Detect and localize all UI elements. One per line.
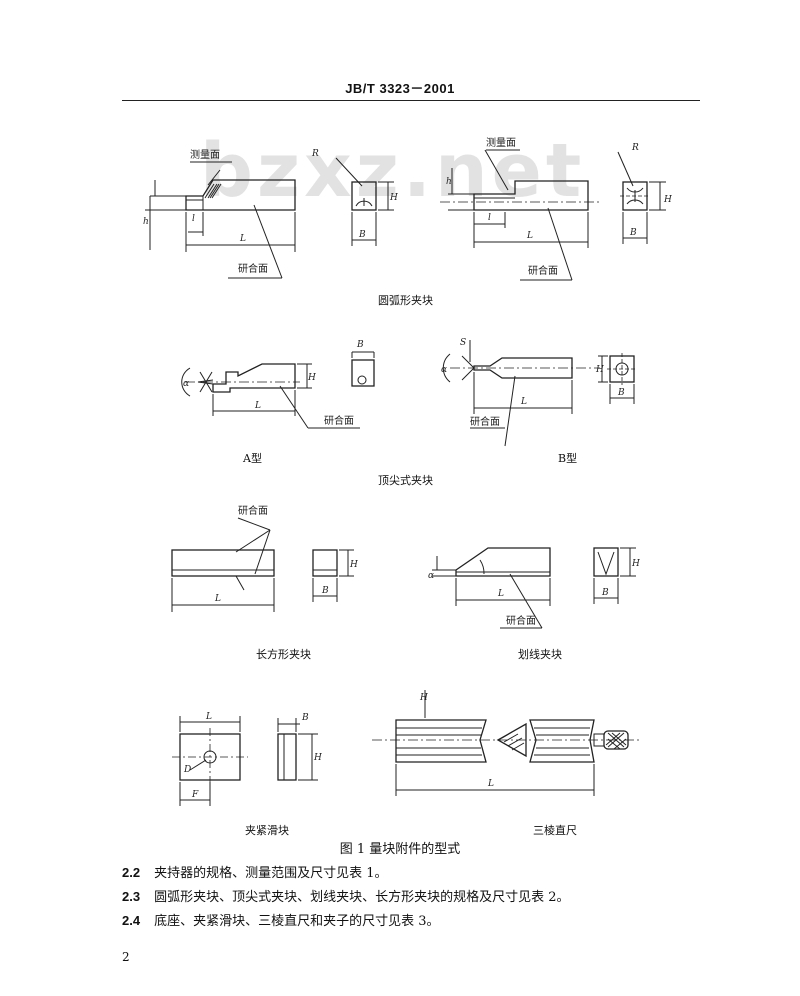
caption-rect-block: 长方形夹块 [256,648,311,661]
arc-block-right-side [617,151,666,244]
label-L-ruler: L [487,779,494,789]
label-S-b: S [460,338,466,348]
clause-2-4: 2.4 底座、夹紧滑块、三棱直尺和夹子的尺寸见表 3。 [122,910,440,929]
label-lapped-face-b: 研合面 [470,415,500,428]
clause-number: 2.3 [122,889,141,904]
clause-text: 底座、夹紧滑块、三棱直尺和夹子的尺寸见表 3。 [154,914,440,929]
label-R-2: R [631,143,639,153]
label-B-b: B [617,388,625,398]
caption-scribe-block: 划线夹块 [518,648,562,661]
label-B-2: B [629,228,637,238]
caption-arc-block: 圆弧形夹块 [378,294,433,307]
figure-title: 图 1 量块附件的型式 [339,842,461,857]
label-lapped-face-a: 研合面 [324,414,354,427]
label-L-b: L [520,397,527,407]
label-H-ruler: H [419,693,428,703]
label-F-slide: F [191,790,199,800]
label-H-a: H [307,373,316,383]
caption-center-block: 顶尖式夹块 [378,474,433,487]
label-H-slide: H [313,753,322,763]
clause-number: 2.4 [122,913,141,928]
center-block-type-a-front [181,363,360,429]
label-L-slide: L [205,712,212,722]
clause-text: 夹持器的规格、测量范围及尺寸见表 1。 [154,866,388,881]
label-B-a: B [356,340,364,350]
label-H-2: H [663,195,672,205]
label-l-2: l [488,213,491,223]
label-R-1: R [311,149,319,159]
triangle-ruler-views [372,690,640,796]
label-H-b: H [595,365,604,375]
label-H-rect: H [349,560,358,570]
label-B-scribe: B [601,588,609,598]
label-B-slide: B [301,713,309,723]
label-lapped-face-2: 研合面 [528,264,558,277]
caption-type-a: A型 [243,452,262,465]
watermark: bzxz.net [200,128,586,214]
label-alpha-scribe: α [428,571,434,581]
page-header: JB/T 3323－2001 [345,81,455,96]
clause-text: 圆弧形夹块、顶尖式夹块、划线夹块、长方形夹块的规格及尺寸见表 2。 [154,890,570,905]
label-lapped-face-scribe: 研合面 [506,614,536,627]
label-measuring-face-2: 测量面 [486,136,516,149]
label-lapped-face-1: 研合面 [238,262,268,275]
caption-type-b: B型 [558,452,578,465]
slide-block-front [172,716,248,806]
scribe-block-side [593,547,636,604]
clause-2-2: 2.2 夹持器的规格、测量范围及尺寸见表 1。 [122,862,388,881]
label-H-scribe: H [631,559,640,569]
clause-2-3: 2.3 圆弧形夹块、顶尖式夹块、划线夹块、长方形夹块的规格及尺寸见表 2。 [122,886,570,905]
header-rule [122,100,700,101]
caption-slide-block: 夹紧滑块 [245,824,289,837]
center-block-type-b-front [442,340,600,447]
label-lapped-face-rect: 研合面 [238,504,268,517]
center-block-type-b-side [598,353,637,404]
caption-triangle-ruler: 三棱直尺 [533,824,577,837]
label-alpha-b: α [441,365,447,375]
clause-number: 2.2 [122,865,141,880]
label-l-1: l [192,214,195,224]
label-B-1: B [358,230,366,240]
label-B-rect: B [321,586,329,596]
center-block-type-a-side [351,351,375,387]
page-number: 2 [122,950,130,964]
label-L-2: L [526,231,533,241]
label-L-rect: L [214,594,221,604]
label-L-1: L [239,234,246,244]
label-h-2: h [446,177,452,187]
arc-block-left-front [145,161,296,279]
label-h-1: h [143,217,149,227]
arc-block-left-side [335,157,394,246]
rect-block-side [312,549,354,602]
label-L-a: L [254,401,261,411]
rect-block-front [171,517,275,612]
slide-block-side [277,718,318,781]
label-H-1: H [389,193,398,203]
label-L-scribe: L [497,589,504,599]
arc-block-right-front [440,149,600,281]
scribe-block-front [432,547,551,629]
label-alpha-a: α [183,379,189,389]
label-D-slide: D [183,765,191,775]
label-measuring-face-1: 测量面 [190,148,220,161]
